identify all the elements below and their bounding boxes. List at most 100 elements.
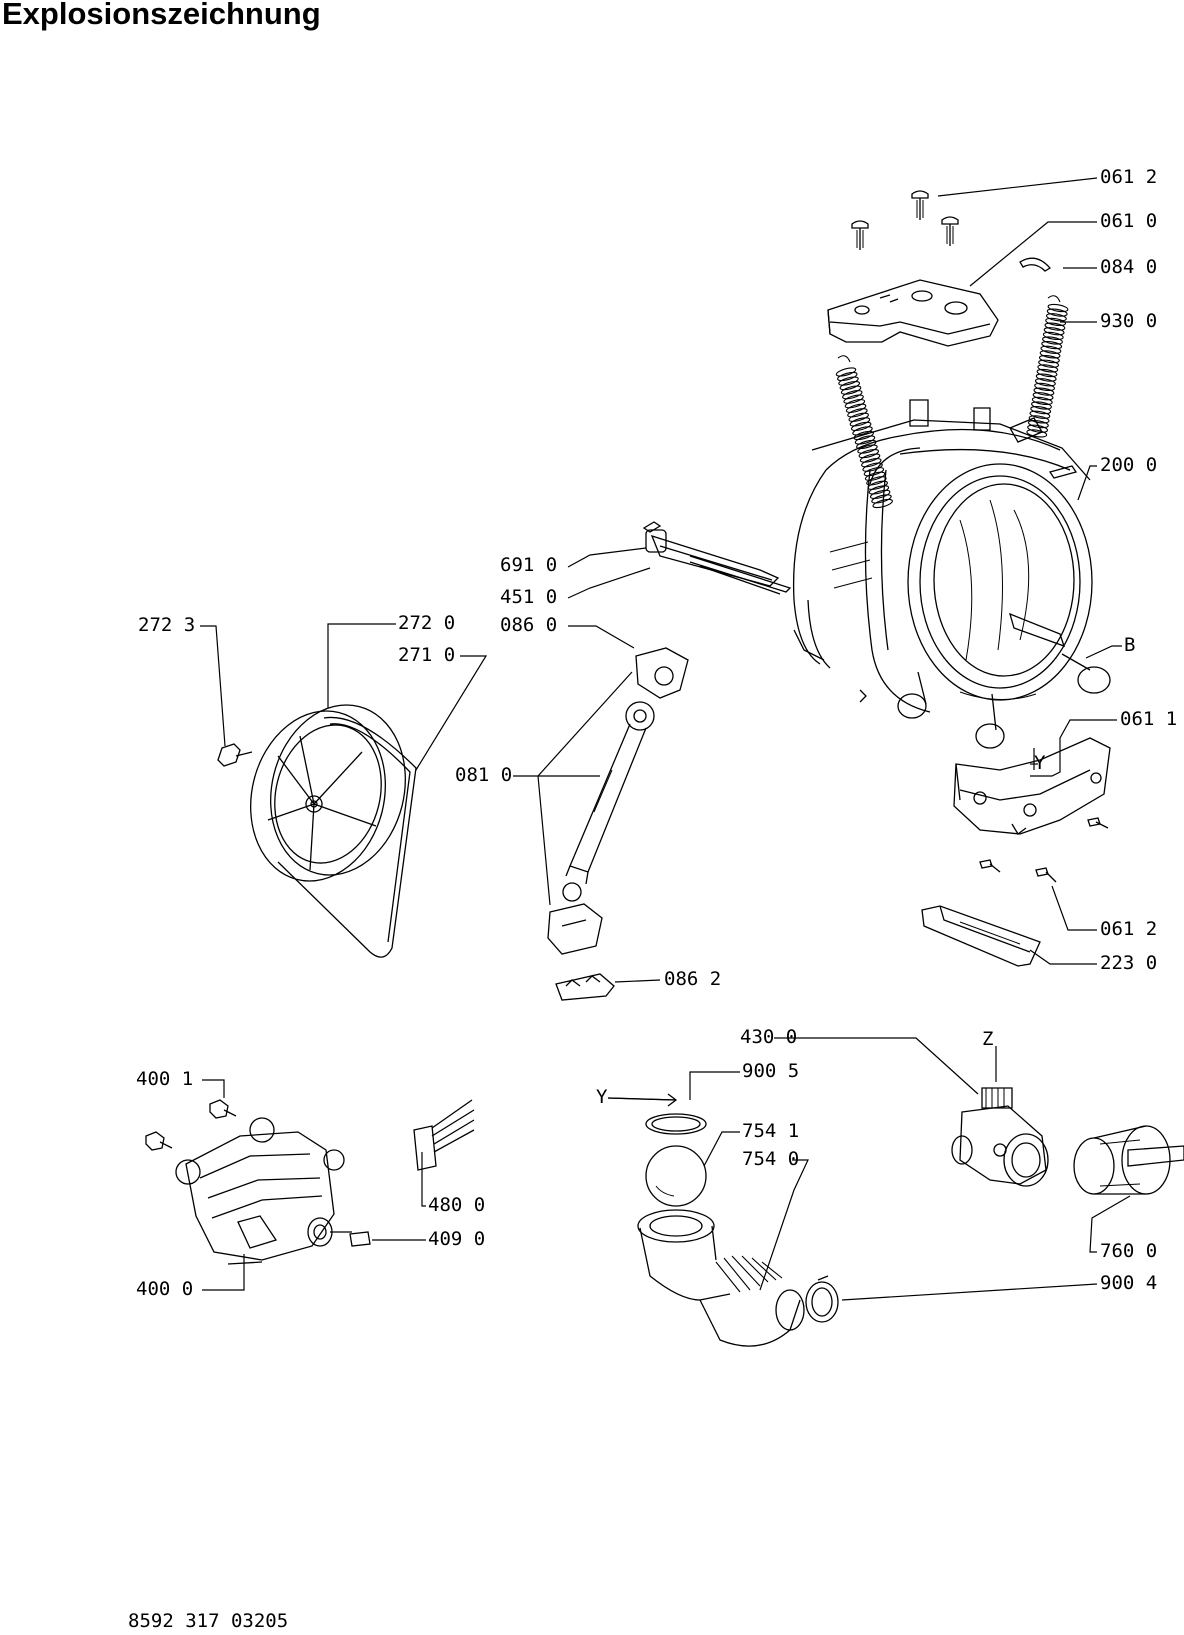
spring-coil: [843, 393, 864, 405]
spring-coil: [1047, 308, 1068, 318]
screw-400-1: [146, 1100, 236, 1150]
label-754-1: 754 1: [742, 1120, 800, 1142]
clamp-900-4: [806, 1276, 838, 1322]
label-480-0: 480 0: [428, 1194, 486, 1216]
label-B: B: [1124, 634, 1136, 656]
page-title: Explosionszeichnung: [2, 0, 321, 31]
y-arrow: [608, 1094, 676, 1106]
label-900-5: 900 5: [742, 1060, 800, 1082]
seal-900-5: [646, 1114, 706, 1134]
spring-coil: [861, 457, 882, 469]
spring-coil: [1026, 429, 1047, 439]
spring-coil: [1034, 387, 1055, 397]
spring-coil: [839, 380, 860, 392]
label-Y-filter: Y: [596, 1086, 608, 1108]
spring-coil: [1033, 391, 1054, 401]
belt-271-0: [278, 717, 416, 957]
spring-coil: [870, 489, 891, 501]
spring-coil: [855, 434, 876, 446]
label-754-0: 754 0: [742, 1148, 800, 1170]
spring-coil: [1039, 354, 1060, 364]
spring-coil: [1031, 401, 1052, 411]
spring-coil: [852, 425, 873, 437]
spring-coil: [858, 448, 879, 460]
spring-coil: [841, 384, 862, 396]
filter-760-0: [1074, 1126, 1184, 1194]
spring-coil: [860, 452, 881, 464]
spring-coil: [1046, 312, 1067, 322]
label-086-0: 086 0: [500, 614, 558, 636]
leader-lines: [200, 178, 1130, 1300]
label-691-0: 691 0: [500, 554, 558, 576]
label-061-1: 061 1: [1120, 708, 1178, 730]
spring-coil: [1028, 419, 1049, 429]
wiring-480-0: [414, 1100, 474, 1170]
label-430-0: 430 0: [740, 1026, 798, 1048]
spring-coil: [1034, 382, 1055, 392]
label-760-0: 760 0: [1100, 1240, 1158, 1262]
spring-coil: [1038, 359, 1059, 369]
spring-coil: [1044, 326, 1065, 336]
label-084-0: 084 0: [1100, 256, 1158, 278]
spring-coil: [1030, 410, 1051, 420]
label-409-0: 409 0: [428, 1228, 486, 1250]
label-400-0: 400 0: [136, 1278, 194, 1300]
label-Z: Z: [982, 1028, 994, 1050]
spring-coil: [1030, 405, 1051, 415]
counterweight-bottom: [954, 738, 1110, 834]
pump-430-0: [952, 1088, 1048, 1186]
spring-coil: [838, 375, 859, 387]
spring-coil: [847, 407, 868, 419]
spring-coil: [1041, 340, 1062, 350]
weight-223-0: [922, 906, 1040, 966]
spring-coil: [1043, 331, 1064, 341]
spring-coil: [846, 403, 867, 415]
label-Y-tub: Y: [1034, 752, 1046, 774]
spring-coil: [868, 484, 889, 496]
connector-409-0: [350, 1232, 370, 1246]
spring-930-0: [838, 296, 1060, 362]
spring-coil: [857, 443, 878, 455]
clip-084-0: [1020, 258, 1050, 271]
spring-coil: [1037, 368, 1058, 378]
label-272-3: 272 3: [138, 614, 196, 636]
spring-coil: [1035, 377, 1056, 387]
label-400-1: 400 1: [136, 1068, 194, 1090]
spring-coil: [871, 493, 892, 505]
spring-coil: [842, 389, 863, 401]
hose-754-0: [638, 1210, 804, 1346]
spring-coil: [851, 421, 872, 433]
label-061-2-lower: 061 2: [1100, 918, 1158, 940]
label-061-2-top: 061 2: [1100, 166, 1158, 188]
spring-right: [1026, 303, 1068, 438]
screw-061-2-top: [852, 191, 958, 250]
spring-coil: [1037, 364, 1058, 374]
spring-coil: [1045, 322, 1066, 332]
spring-coil: [1029, 415, 1050, 425]
spring-coil: [1036, 373, 1057, 383]
label-081-0: 081 0: [455, 764, 513, 786]
spring-coil: [1040, 350, 1061, 360]
tub-feet: [898, 654, 1110, 748]
counterweight-top: [828, 280, 998, 346]
label-271-0: 271 0: [398, 644, 456, 666]
label-200-0: 200 0: [1100, 454, 1158, 476]
spring-coil: [836, 366, 857, 378]
spring-coil: [844, 398, 865, 410]
spring-coil: [862, 461, 883, 473]
spring-coil: [849, 416, 870, 428]
tub-200-0: [794, 400, 1110, 748]
spring-coil: [866, 475, 887, 487]
screw-272-3: [218, 744, 252, 766]
spring-coil: [1042, 336, 1063, 346]
shock-absorber-081-0: [548, 648, 688, 954]
document-number: 8592 317 03205: [128, 1610, 289, 1632]
spring-coil: [1048, 303, 1069, 313]
label-223-0: 223 0: [1100, 952, 1158, 974]
sensor-691-0: [644, 522, 660, 532]
label-900-4: 900 4: [1100, 1272, 1158, 1294]
heater-451-0: [646, 530, 790, 594]
label-451-0: 451 0: [500, 586, 558, 608]
bracket-086-2: [556, 974, 614, 1000]
